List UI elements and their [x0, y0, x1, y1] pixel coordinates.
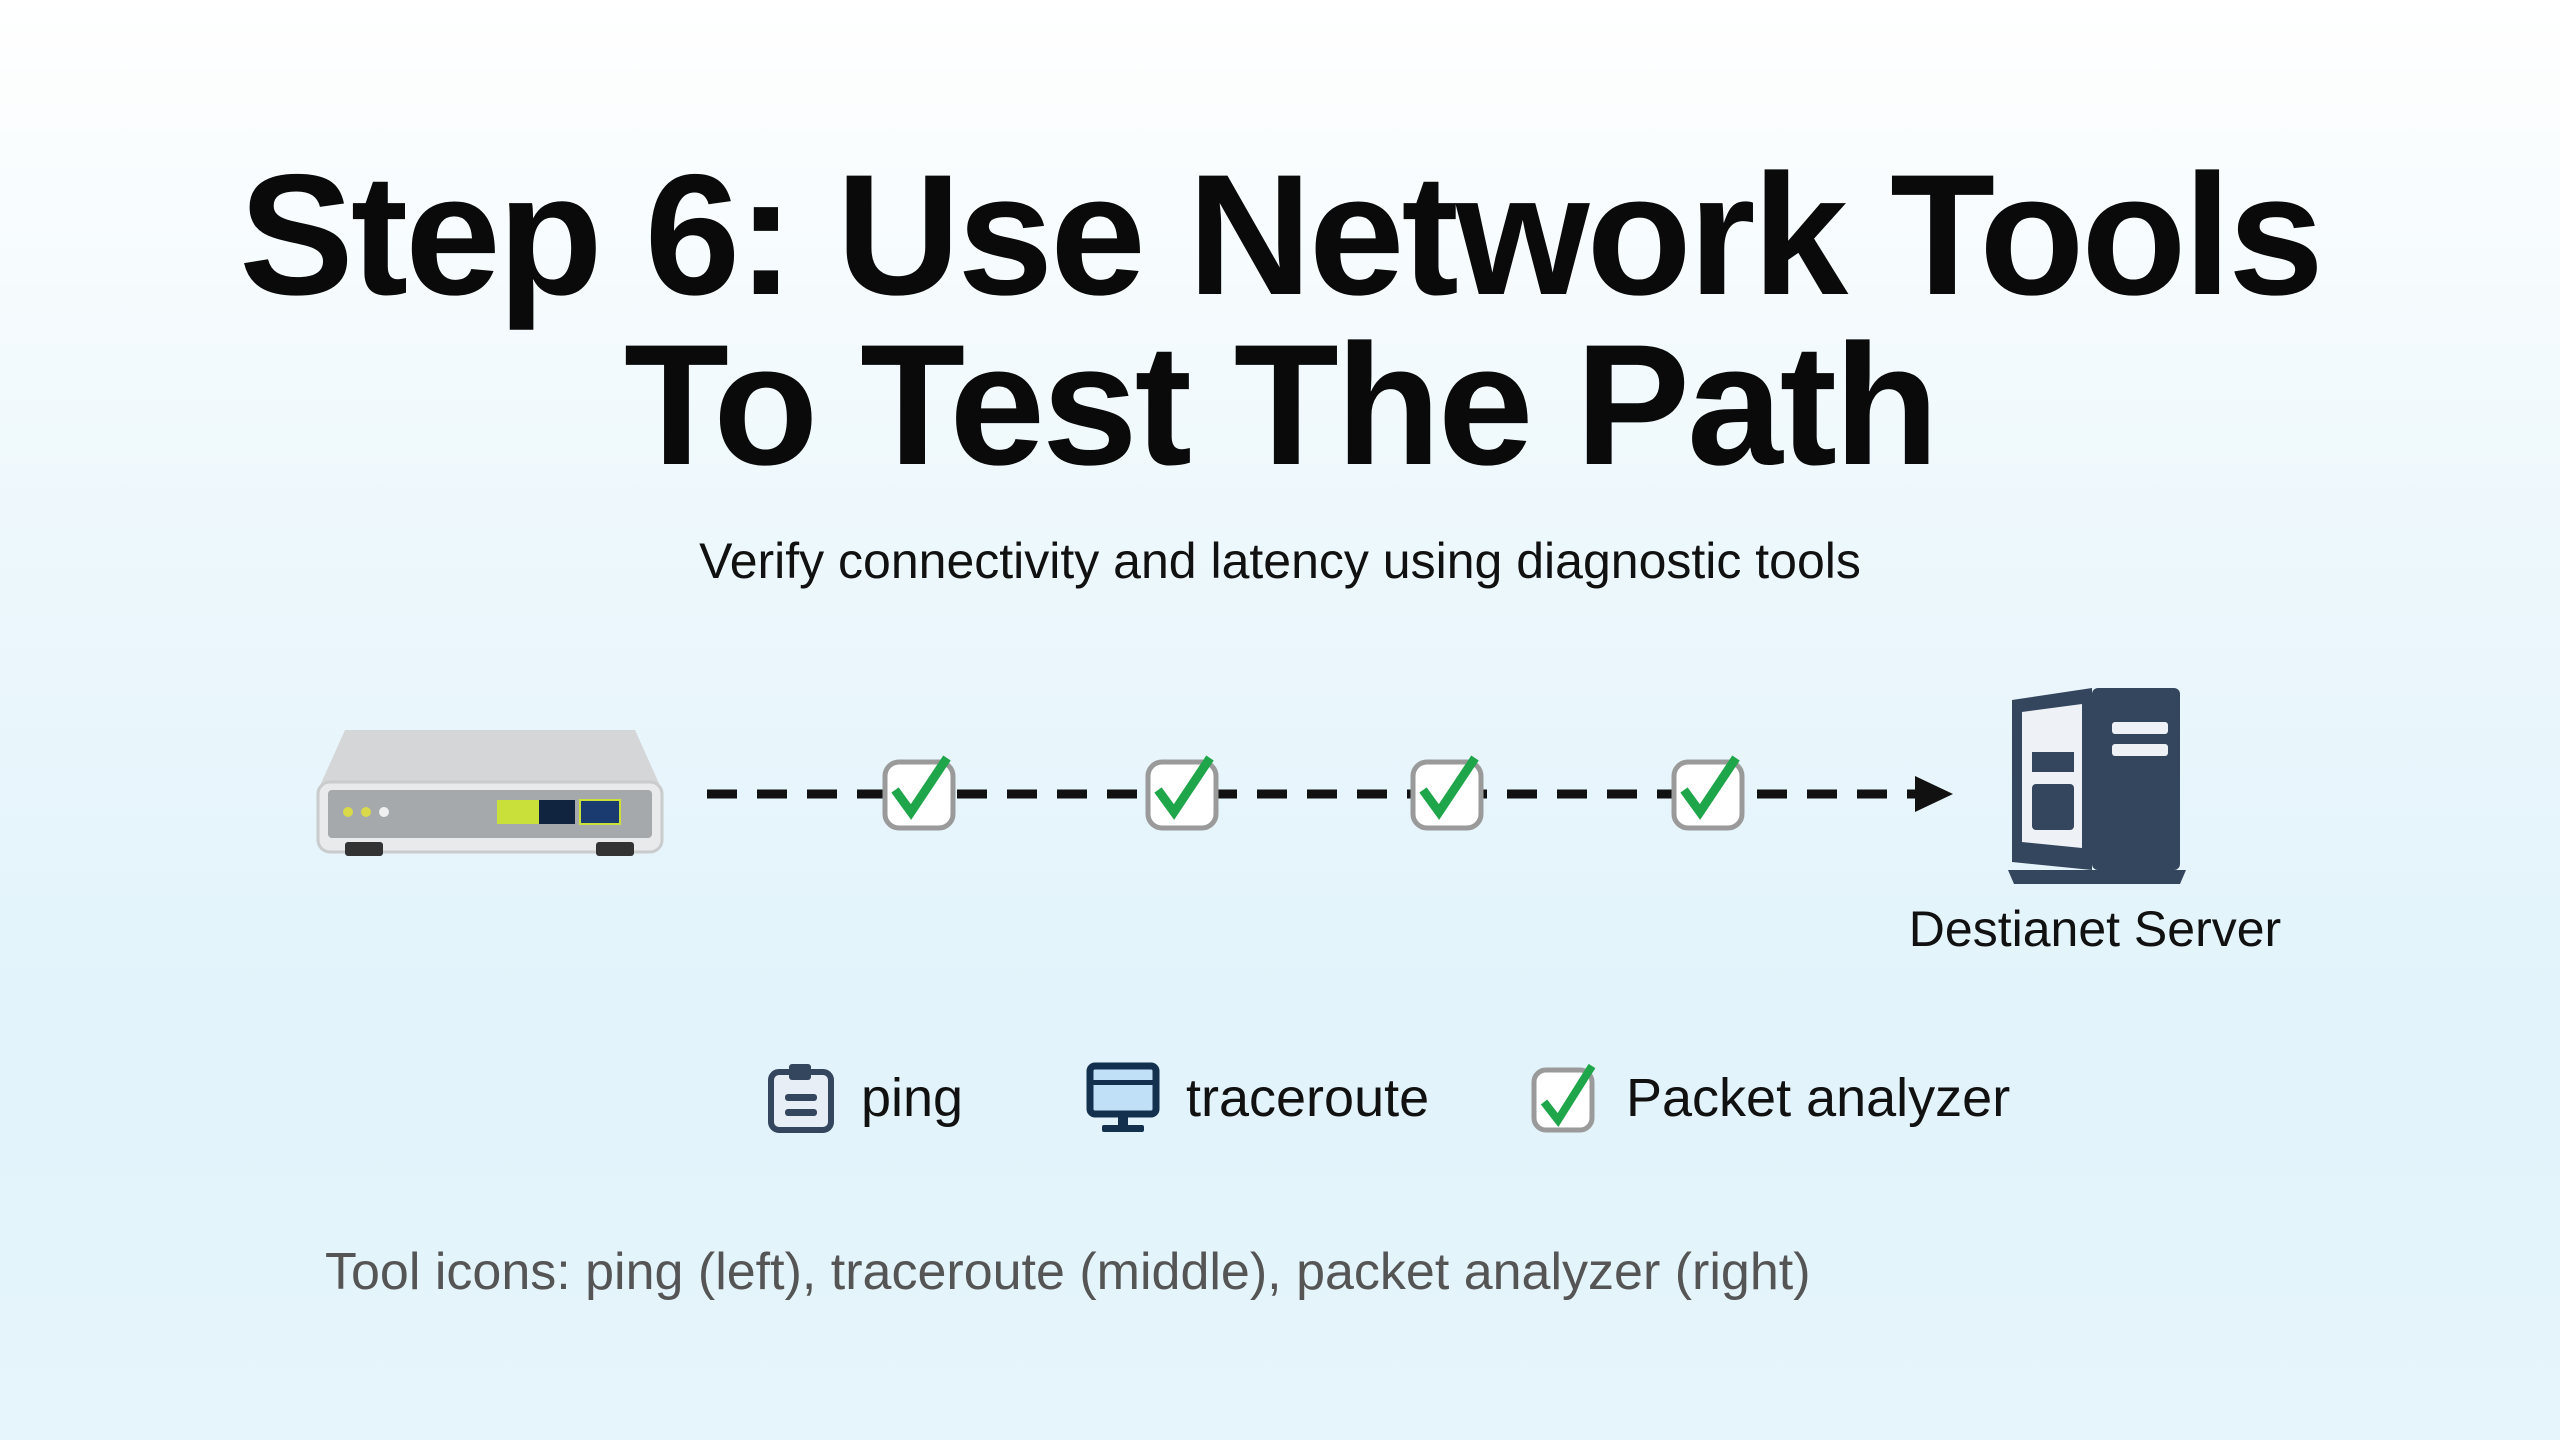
tool-label: Packet analyzer [1626, 1068, 2011, 1128]
checkbox-check-icon [1531, 1063, 1596, 1133]
hop-checkbox-icon [1145, 755, 1219, 831]
monitor-icon [1086, 1062, 1160, 1132]
server-icon [2008, 688, 2186, 884]
hop-checkbox-icon [882, 755, 956, 831]
tool-ping: ping [767, 1060, 963, 1136]
caption: Tool icons: ping (left), traceroute (mid… [325, 1243, 1811, 1301]
hop-checkbox-icon [1671, 755, 1745, 831]
page-title: Step 6: Use Network Tools To Test The Pa… [0, 139, 2560, 501]
subtitle: Verify connectivity and latency using di… [699, 533, 1861, 589]
tool-packet-analyzer: Packet analyzer [1530, 1060, 2010, 1136]
title-line-1: Step 6: Use Network Tools [239, 139, 2324, 331]
tool-traceroute: traceroute [1086, 1060, 1429, 1136]
router-icon [316, 730, 664, 856]
arrowhead-icon [1915, 776, 1953, 812]
tool-label: traceroute [1186, 1068, 1430, 1128]
hop-checkbox-icon [1410, 755, 1484, 831]
tool-label: ping [861, 1068, 964, 1128]
clipboard-icon [768, 1064, 834, 1133]
title-line-2: To Test The Path [623, 309, 1939, 501]
destination-label: Destianet Server [1908, 901, 2282, 957]
